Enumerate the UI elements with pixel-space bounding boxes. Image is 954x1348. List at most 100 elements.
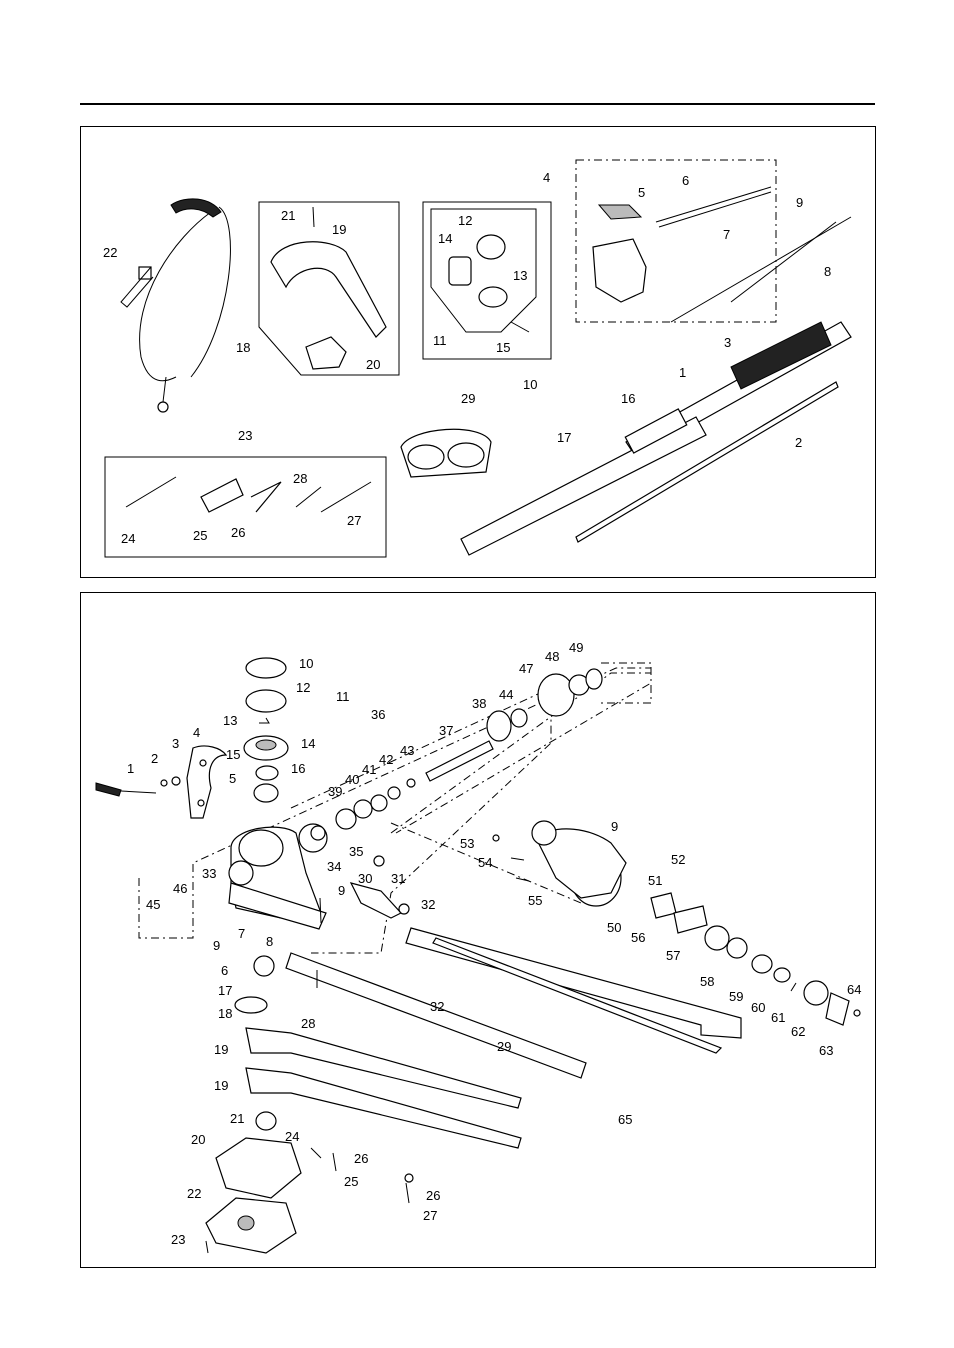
callout-bottom-28: 28 xyxy=(301,1016,315,1031)
callout-top-22: 22 xyxy=(103,245,117,260)
callout-bottom-41: 41 xyxy=(362,762,376,777)
callout-top-27: 27 xyxy=(347,513,361,528)
callout-bottom-8: 8 xyxy=(266,934,273,949)
callout-bottom-29: 29 xyxy=(497,1039,511,1054)
callout-top-6: 6 xyxy=(682,173,689,188)
callout-bottom-21: 21 xyxy=(230,1111,244,1126)
callout-top-7: 7 xyxy=(723,227,730,242)
header-rule xyxy=(80,103,875,105)
callout-bottom-1: 1 xyxy=(127,761,134,776)
callout-top-23: 23 xyxy=(238,428,252,443)
callout-top-20: 20 xyxy=(366,357,380,372)
callout-bottom-42: 42 xyxy=(379,752,393,767)
callout-bottom-40: 40 xyxy=(345,772,359,787)
callout-bottom-39: 39 xyxy=(328,784,342,799)
callout-bottom-25: 25 xyxy=(344,1174,358,1189)
callout-bottom-23: 23 xyxy=(171,1232,185,1247)
callout-bottom-3: 3 xyxy=(172,736,179,751)
callout-top-14: 14 xyxy=(438,231,452,246)
callout-bottom-26b: 26 xyxy=(426,1188,440,1203)
callout-bottom-14: 14 xyxy=(301,736,315,751)
callout-bottom-63: 63 xyxy=(819,1043,833,1058)
callout-top-19: 19 xyxy=(332,222,346,237)
callout-bottom-2: 2 xyxy=(151,751,158,766)
callout-bottom-60: 60 xyxy=(751,1000,765,1015)
bottom-labels: 1 2 3 4 5 6 7 8 9 9 9 10 11 12 13 14 15 … xyxy=(81,593,875,1267)
callout-bottom-9c: 9 xyxy=(611,819,618,834)
callout-bottom-6: 6 xyxy=(221,963,228,978)
callout-top-18: 18 xyxy=(236,340,250,355)
callout-bottom-47: 47 xyxy=(519,661,533,676)
callout-bottom-33: 33 xyxy=(202,866,216,881)
callout-top-5: 5 xyxy=(638,185,645,200)
callout-top-8: 8 xyxy=(824,264,831,279)
callout-bottom-11: 11 xyxy=(336,689,350,704)
callout-top-15: 15 xyxy=(496,340,510,355)
callout-bottom-54: 54 xyxy=(478,855,492,870)
callout-bottom-20: 20 xyxy=(191,1132,205,1147)
callout-bottom-7: 7 xyxy=(238,926,245,941)
callout-bottom-22: 22 xyxy=(187,1186,201,1201)
gear-case-and-cutter-diagram: 1 2 3 4 5 6 7 8 9 9 9 10 11 12 13 14 15 … xyxy=(80,592,876,1268)
accessories-parts-diagram: 1 2 3 4 5 6 7 8 9 10 11 12 13 14 15 16 1… xyxy=(80,126,876,578)
callout-top-26: 26 xyxy=(231,525,245,540)
callout-top-2: 2 xyxy=(795,435,802,450)
callout-bottom-49: 49 xyxy=(569,640,583,655)
callout-bottom-45: 45 xyxy=(146,897,160,912)
callout-bottom-57: 57 xyxy=(666,948,680,963)
callout-bottom-15: 15 xyxy=(226,747,240,762)
callout-top-10: 10 xyxy=(523,377,537,392)
callout-bottom-34: 34 xyxy=(327,859,341,874)
callout-top-16: 16 xyxy=(621,391,635,406)
callout-bottom-16: 16 xyxy=(291,761,305,776)
callout-top-11: 11 xyxy=(433,333,447,348)
callout-bottom-24: 24 xyxy=(285,1129,299,1144)
callout-bottom-36: 36 xyxy=(371,707,385,722)
callout-bottom-27: 27 xyxy=(423,1208,437,1223)
callout-top-29: 29 xyxy=(461,391,475,406)
callout-bottom-32a: 32 xyxy=(421,897,435,912)
callout-top-25: 25 xyxy=(193,528,207,543)
callout-bottom-13: 13 xyxy=(223,713,237,728)
callout-bottom-43: 43 xyxy=(400,743,414,758)
callout-bottom-46: 46 xyxy=(173,881,187,896)
callout-bottom-59: 59 xyxy=(729,989,743,1004)
callout-bottom-12: 12 xyxy=(296,680,310,695)
callout-bottom-32b: 32 xyxy=(430,999,444,1014)
callout-top-24: 24 xyxy=(121,531,135,546)
callout-bottom-56: 56 xyxy=(631,930,645,945)
callout-bottom-52: 52 xyxy=(671,852,685,867)
callout-top-9: 9 xyxy=(796,195,803,210)
callout-bottom-30: 30 xyxy=(358,871,372,886)
callout-bottom-61: 61 xyxy=(771,1010,785,1025)
callout-bottom-19b: 19 xyxy=(214,1078,228,1093)
callout-top-13: 13 xyxy=(513,268,527,283)
callout-bottom-18: 18 xyxy=(218,1006,232,1021)
callout-bottom-65: 65 xyxy=(618,1112,632,1127)
callout-bottom-10: 10 xyxy=(299,656,313,671)
callout-bottom-37: 37 xyxy=(439,723,453,738)
callout-bottom-4: 4 xyxy=(193,725,200,740)
callout-bottom-53: 53 xyxy=(460,836,474,851)
callout-top-12: 12 xyxy=(458,213,472,228)
callout-bottom-19a: 19 xyxy=(214,1042,228,1057)
callout-bottom-31: 31 xyxy=(391,871,405,886)
callout-top-3: 3 xyxy=(724,335,731,350)
callout-top-4: 4 xyxy=(543,170,550,185)
callout-top-28: 28 xyxy=(293,471,307,486)
callout-bottom-35: 35 xyxy=(349,844,363,859)
top-labels: 1 2 3 4 5 6 7 8 9 10 11 12 13 14 15 16 1… xyxy=(81,127,875,577)
callout-bottom-62: 62 xyxy=(791,1024,805,1039)
callout-bottom-48: 48 xyxy=(545,649,559,664)
callout-bottom-26a: 26 xyxy=(354,1151,368,1166)
callout-bottom-58: 58 xyxy=(700,974,714,989)
callout-bottom-17: 17 xyxy=(218,983,232,998)
callout-bottom-9a: 9 xyxy=(213,938,220,953)
callout-bottom-64: 64 xyxy=(847,982,861,997)
callout-bottom-9b: 9 xyxy=(338,883,345,898)
callout-bottom-5: 5 xyxy=(229,771,236,786)
callout-bottom-51: 51 xyxy=(648,873,662,888)
callout-bottom-44: 44 xyxy=(499,687,513,702)
callout-top-17: 17 xyxy=(557,430,571,445)
callout-bottom-50: 50 xyxy=(607,920,621,935)
